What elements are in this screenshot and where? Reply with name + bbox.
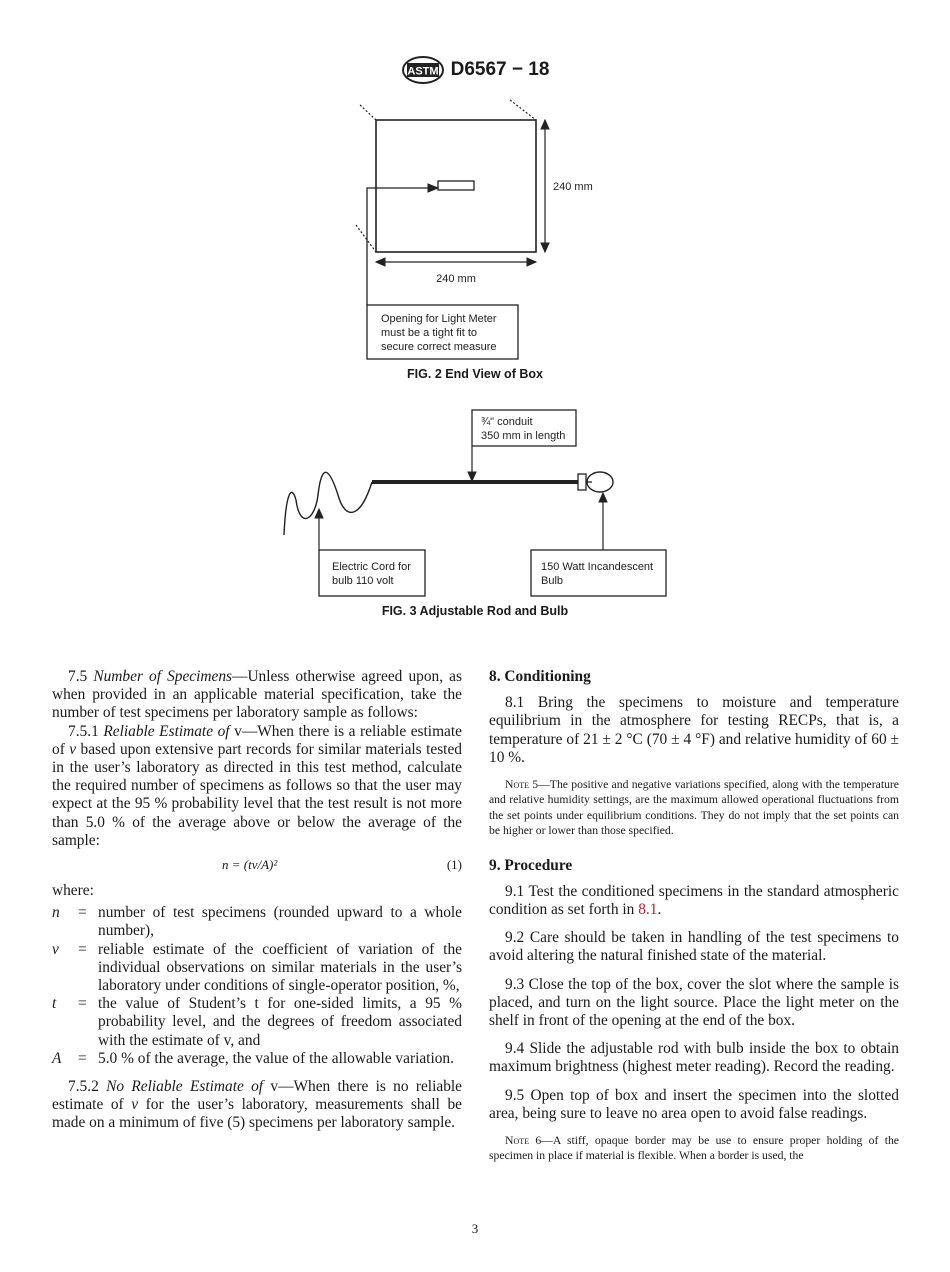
fig2-note-line-3: secure correct measure [381,341,497,353]
left-column: 7.5 Number of Specimens—Unless otherwise… [52,668,462,1133]
variable-definitions: n=number of test specimens (rounded upwa… [52,904,462,1068]
fig2-note-line-2: must be a tight fit to [381,327,477,339]
paragraph-9-5: 9.5 Open top of box and insert the speci… [489,1086,899,1122]
section-heading-procedure: 9. Procedure [489,856,573,874]
paragraph-7-5: 7.5 Number of Specimens—Unless otherwise… [52,668,462,722]
fig3-conduit-line-2: 350 mm in length [481,430,565,442]
where-label: where: [52,882,94,900]
astm-logo-icon: ASTM [401,56,444,84]
paragraph-9-4: 9.4 Slide the adjustable rod with bulb i… [489,1040,899,1076]
paragraph-9-1: 9.1 Test the conditioned specimens in th… [489,882,899,919]
fig3-caption: FIG. 3 Adjustable Rod and Bulb [381,604,569,618]
fig2-dim-horizontal: 240 mm [436,273,476,285]
figures-area: 240 mm 240 mm Opening for Light Meter mu… [283,99,667,597]
definition-v: v=reliable estimate of the coefficient o… [52,940,462,995]
fig3-conduit-line-1: ¾" conduit [481,416,533,428]
fig3-bulb-line-2: Bulb [541,575,563,587]
definition-n: n=number of test specimens (rounded upwa… [52,904,462,940]
page-number: 3 [471,1221,479,1236]
page-header: ASTM D6567 − 18 [0,55,950,85]
fig2-end-view-of-box [355,99,550,360]
paragraph-7-5-2: 7.5.2 No Reliable Estimate of v—When the… [52,1078,463,1132]
equation-formula: n = (tv/A)² [222,857,278,873]
paragraph-7-5-1: 7.5.1 Reliable Estimate of v—When there … [52,722,462,849]
svg-text:ASTM: ASTM [407,66,438,78]
section-heading-conditioning: 8. Conditioning [489,668,591,685]
note-5: Note 5—The positive and negative variati… [489,778,899,838]
fig3-bulb-line-1: 150 Watt Incandescent [541,561,653,573]
equation-1: n = (tv/A)² (1) [52,854,462,876]
definition-t: t=the value of Student’s t for one-sided… [52,995,462,1049]
standard-designation: D6567 − 18 [450,59,550,80]
definition-A: A=5.0 % of the average, the value of the… [52,1049,454,1067]
fig2-note-line-1: Opening for Light Meter [381,313,497,325]
fig3-adjustable-rod-and-bulb [283,409,667,597]
link-8-1[interactable]: 8.1 [638,901,658,919]
paragraph-8-1: 8.1 Bring the specimens to moisture and … [489,694,899,766]
equation-number: (1) [446,857,462,873]
fig2-dim-vertical: 240 mm [553,181,593,193]
note-6: Note 6—A stiff, opaque border may be use… [489,1134,899,1163]
right-column: 8. Conditioning 8.1 Bring the specimens … [489,668,899,1164]
fig2-caption: FIG. 2 End View of Box [407,367,543,381]
paragraph-9-3: 9.3 Close the top of the box, cover the … [489,975,899,1030]
paragraph-9-2: 9.2 Care should be taken in handling of … [489,929,899,965]
fig3-cord-line-1: Electric Cord for [332,561,411,573]
fig3-cord-line-2: bulb 110 volt [332,575,394,587]
